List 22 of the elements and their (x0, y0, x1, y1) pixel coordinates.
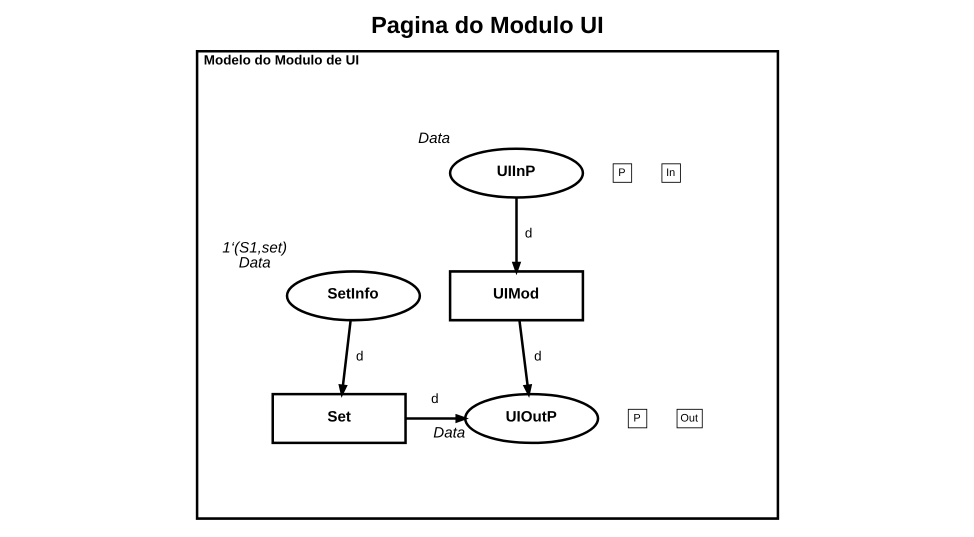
node-box: UIMod (448, 270, 584, 322)
node-box: P (627, 408, 647, 428)
edge-label: d (534, 348, 542, 364)
edge-label: d (355, 348, 363, 364)
node-ellipse: SetInfo (285, 270, 421, 322)
node-label: Data (238, 254, 270, 272)
node-label: Data (418, 130, 450, 148)
diagram-title: Pagina do Modulo UI (370, 12, 604, 38)
arrow (338, 320, 352, 398)
node-box: Out (676, 408, 702, 428)
arrow (511, 198, 521, 276)
arrow (518, 320, 532, 398)
node-box: Set (270, 392, 406, 444)
edge-label: d (524, 226, 532, 241)
node-box: In (661, 163, 680, 183)
node-ellipse: UIOutP (463, 392, 599, 444)
edge-label: d (430, 391, 438, 406)
node-label: 1‘(S1,set) (222, 239, 287, 256)
arrow (405, 414, 468, 424)
node-ellipse: UIInP (448, 147, 584, 199)
node-box: P (612, 163, 632, 183)
node-label: Data (432, 424, 465, 442)
